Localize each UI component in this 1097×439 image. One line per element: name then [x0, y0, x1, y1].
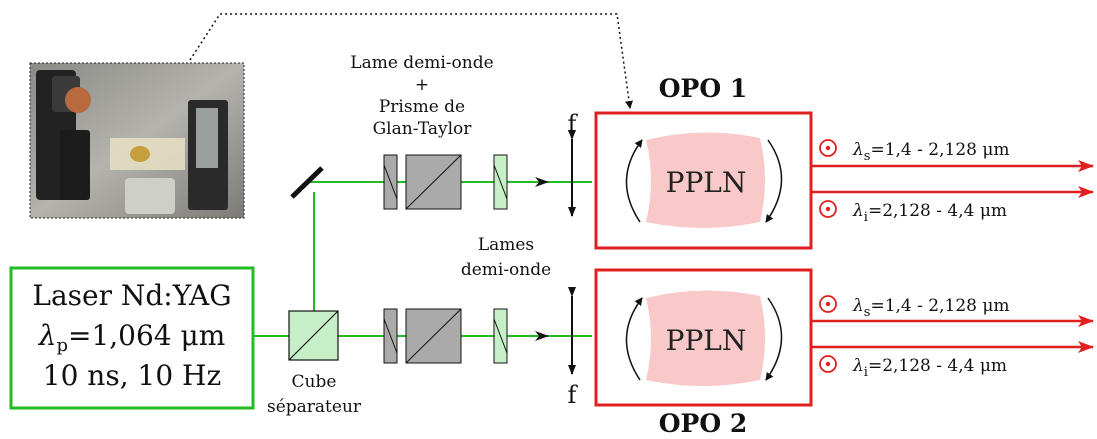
cavity-arrow-right-2 [765, 297, 783, 381]
half-wave-label: Lame demi-onde [350, 53, 493, 73]
opo-2-title: OPO 2 [659, 409, 747, 438]
beam-splitter-cube [288, 310, 339, 361]
setup-photo [29, 62, 245, 219]
laser-wavelength: λp=1,064 μm [38, 319, 226, 356]
half-wave-plate-upper-1 [383, 154, 398, 210]
laser-source: Laser Nd:YAG λp=1,064 μm 10 ns, 10 Hz [9, 266, 255, 410]
ppln-crystal-1 [646, 132, 765, 228]
half-wave-plate-lower-1 [383, 308, 398, 364]
plus-label: + [415, 75, 429, 95]
focal-label-lower: f [568, 381, 579, 409]
ppln-crystal-2 [646, 290, 765, 386]
output-beams [811, 160, 1094, 353]
opo-2: PPLN OPO 2 [594, 268, 813, 438]
laser-name: Laser Nd:YAG [32, 279, 231, 312]
opo-1-idler-label: λi=2,128 - 4,4 μm [852, 201, 1007, 225]
opo-2-idler-label: λi=2,128 - 4,4 μm [852, 356, 1007, 380]
opo-2-signal-label: λs=1,4 - 2,128 μm [852, 296, 1010, 320]
cavity-arrow-left-2 [625, 297, 643, 381]
glan-taylor-prism-upper [405, 154, 462, 210]
prism-label-1: Prisme de [379, 97, 465, 117]
polarization-icon [819, 139, 837, 373]
half-wave-plate-lower-2 [493, 308, 508, 364]
prism-label-2: Glan-Taylor [373, 119, 473, 139]
cube-label-1: Cube [292, 372, 337, 392]
steering-mirror [290, 166, 324, 199]
ppln-label-1: PPLN [666, 166, 747, 199]
focal-label-upper: f [568, 110, 579, 138]
glan-taylor-prism-lower [405, 308, 462, 364]
cavity-arrow-left-1 [625, 139, 643, 223]
half-wave-plates-label-1: Lames [478, 235, 534, 255]
opo-1: OPO 1 PPLN [594, 74, 813, 250]
opo-1-signal-label: λs=1,4 - 2,128 μm [852, 140, 1010, 164]
cube-label-2: séparateur [267, 397, 362, 417]
laser-pulse-info: 10 ns, 10 Hz [43, 359, 221, 392]
half-wave-plates-label-2: demi-onde [461, 260, 551, 280]
ppln-label-2: PPLN [666, 324, 747, 357]
half-wave-plate-upper-2 [493, 154, 508, 210]
cavity-arrow-right-1 [765, 139, 783, 223]
opo-1-title: OPO 1 [659, 74, 747, 103]
